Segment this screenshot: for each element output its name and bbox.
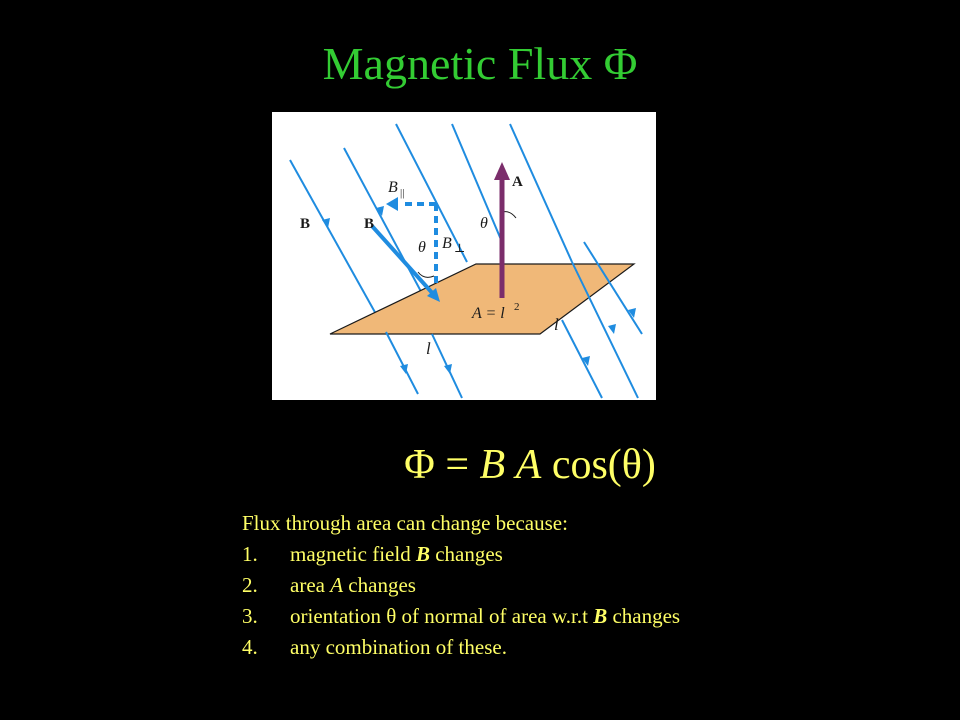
- notes-intro: Flux through area can change because:: [242, 511, 568, 535]
- flux-diagram: B B B || B ⊥ θ θ A A = l 2 l l: [272, 112, 656, 400]
- field-arrowhead: [444, 364, 452, 374]
- label-area-eq: A = l: [471, 305, 505, 322]
- equation-equals: =: [445, 442, 469, 488]
- field-line: [583, 241, 643, 335]
- list-item: 4. any combination of these.: [242, 632, 942, 663]
- slide-title: Magnetic Flux Φ: [322, 38, 638, 89]
- b-vector: [370, 224, 437, 298]
- equation-b: B: [479, 442, 506, 488]
- label-b-parallel: B: [388, 179, 398, 196]
- list-text: area: [290, 573, 331, 597]
- equation-cos: cos(θ): [551, 442, 656, 488]
- label-side-bottom: l: [426, 339, 431, 358]
- list-number: 3.: [242, 604, 258, 628]
- field-arrowhead: [400, 364, 408, 374]
- field-lines-back: [289, 123, 573, 333]
- field-line: [289, 159, 387, 333]
- label-b-left: B: [300, 216, 310, 232]
- label-area-vector: A: [512, 174, 523, 190]
- equation-a: A: [515, 442, 542, 488]
- list-text: orientation θ of normal of area w.r.t: [290, 604, 594, 628]
- list-text-post: changes: [343, 573, 416, 597]
- list-item: 1. magnetic field B changes: [242, 539, 942, 570]
- list-emphasis: B: [593, 604, 608, 628]
- label-b-perp: B: [442, 235, 452, 252]
- field-line: [343, 147, 433, 313]
- label-theta-left: θ: [418, 239, 426, 256]
- field-line: [561, 319, 603, 399]
- b-vector-head: [427, 288, 440, 302]
- list-number: 2.: [242, 573, 258, 597]
- list-text: magnetic field: [290, 542, 416, 566]
- list-emphasis: A: [330, 573, 344, 597]
- field-arrowhead: [322, 218, 330, 228]
- label-side-right: l: [554, 315, 559, 334]
- field-line: [571, 261, 639, 399]
- label-b-vector: B: [364, 216, 374, 232]
- field-arrowhead: [376, 206, 384, 216]
- field-arrowhead: [608, 324, 616, 334]
- list-emphasis: B: [415, 542, 430, 566]
- label-b-parallel-sub: ||: [400, 187, 404, 199]
- list-item: 3. orientation θ of normal of area w.r.t…: [242, 601, 942, 632]
- area-vector-head: [494, 162, 510, 180]
- area-plane: [329, 263, 636, 335]
- label-area-exp: 2: [514, 301, 520, 313]
- field-line: [395, 123, 468, 263]
- b-parallel-head: [386, 197, 398, 211]
- field-line: [451, 123, 503, 243]
- list-text: any combination of these.: [290, 635, 507, 659]
- list-text-post: changes: [607, 604, 681, 628]
- theta-arc-left: [417, 271, 435, 278]
- label-theta-right: θ: [480, 215, 488, 232]
- list-number: 4.: [242, 635, 258, 659]
- label-b-perp-sub: ⊥: [454, 241, 465, 255]
- list-text-post: changes: [429, 542, 503, 566]
- field-arrowhead: [582, 356, 590, 366]
- list-number: 1.: [242, 542, 258, 566]
- flux-equation: Φ = B A cos(θ): [0, 440, 960, 490]
- equation-phi: Φ: [404, 442, 435, 488]
- flux-change-notes: Flux through area can change because: 1.…: [242, 508, 942, 663]
- field-line: [385, 331, 419, 395]
- field-arrowheads: [322, 206, 636, 374]
- list-item: 2. area A changes: [242, 570, 942, 601]
- field-arrowhead: [628, 308, 636, 318]
- flux-diagram-svg: B B B || B ⊥ θ θ A A = l 2 l l: [289, 123, 643, 399]
- field-line: [509, 123, 573, 263]
